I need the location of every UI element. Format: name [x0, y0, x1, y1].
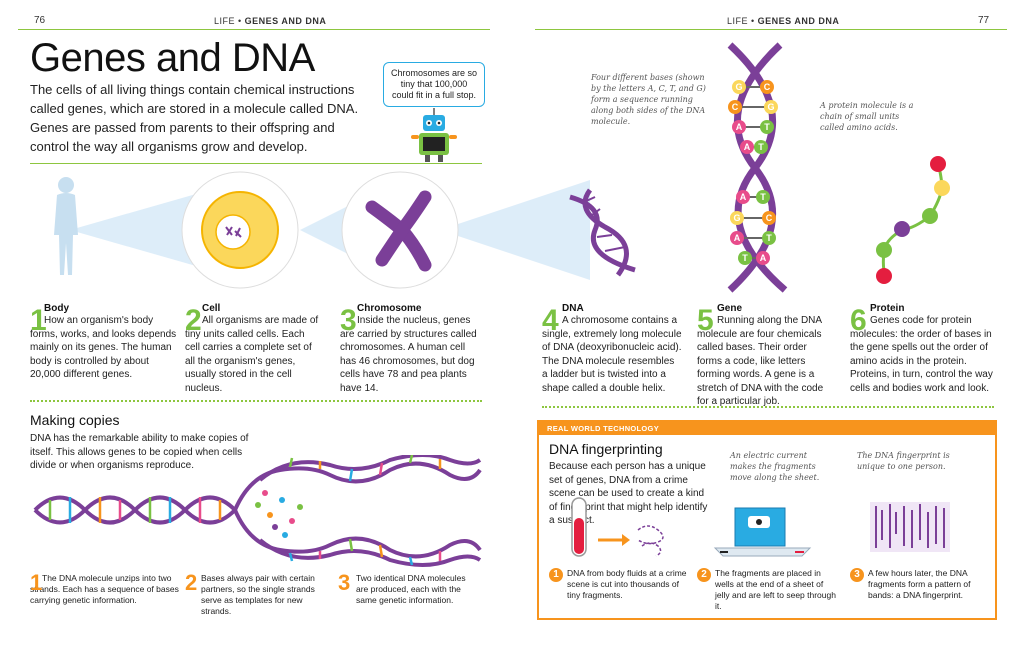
cell-icon: [201, 191, 279, 269]
header-rule-left: [18, 29, 490, 30]
robot-speech-bubble: Chromosomes are so tiny that 100,000 cou…: [383, 62, 485, 107]
copies-step-2: 2 Bases always pair with certain partner…: [185, 570, 330, 617]
step-number: 1: [30, 304, 47, 337]
base-circle: G: [732, 80, 746, 94]
copies-step-number: 1: [30, 570, 43, 595]
step-heading: Protein: [870, 303, 905, 314]
step-body: 1 Body How an organism's body forms, wor…: [30, 303, 180, 382]
base-circle: C: [760, 80, 774, 94]
copies-step-number: 2: [185, 570, 198, 595]
step-heading: Gene: [717, 303, 743, 314]
left-topic: GENES AND DNA: [244, 16, 327, 26]
base-circle: T: [760, 120, 774, 134]
base-circle: T: [754, 140, 768, 154]
fingerprint-step-number: 1: [549, 568, 563, 582]
page-title: Genes and DNA: [30, 36, 315, 80]
step-text: How an organism's body forms, works, and…: [30, 315, 177, 380]
step-gene: 5 Gene Running along the DNA molecule ar…: [697, 303, 832, 409]
step-text: Running along the DNA molecule are four …: [697, 315, 824, 407]
fingerprint-step-text: DNA from body fluids at a crime scene is…: [567, 568, 687, 600]
copies-step-1: 1 The DNA molecule unzips into two stran…: [30, 570, 180, 606]
base-circle: A: [740, 140, 754, 154]
fingerprint-step-1: 1 DNA from body fluids at a crime scene …: [549, 568, 689, 601]
gel-electrophoresis-icon: [713, 507, 812, 557]
fingerprint-step-number: 3: [850, 568, 864, 582]
base-circle: C: [762, 211, 776, 225]
step-number: 5: [697, 304, 714, 337]
step-number: 3: [340, 304, 357, 337]
fingerprint-step-text: The fragments are placed in wells at the…: [715, 568, 836, 611]
robot-icon: [411, 108, 457, 162]
header-rule-right: [535, 29, 1007, 30]
intro-rule: [30, 163, 482, 164]
base-circle: T: [738, 251, 752, 265]
section-divider-right: [542, 406, 994, 408]
base-letters: G C C G A T A T A T G C A T T A: [728, 78, 810, 278]
base-circle: G: [730, 211, 744, 225]
step-cell: 2 Cell All organisms are made of tiny un…: [185, 303, 320, 395]
dna-fragments-icon: [637, 525, 664, 557]
chromosome-icon: [365, 190, 432, 272]
right-running-header: LIFE • GENES AND DNA: [727, 16, 840, 26]
fingerprinting-heading: DNA fingerprinting: [549, 441, 663, 457]
copies-step-text: Bases always pair with certain partners,…: [201, 573, 315, 616]
copies-step-3: 3 Two identical DNA molecules are produc…: [338, 570, 478, 606]
base-circle: C: [728, 100, 742, 114]
step-number: 6: [850, 304, 867, 337]
dna-replication-illustration: [33, 455, 482, 567]
fingerprint-step-number: 2: [697, 568, 711, 582]
dna-helix-small-icon: [569, 188, 636, 277]
section-divider-left: [30, 400, 482, 402]
step-protein: 6 Protein Genes code for protein molecul…: [850, 303, 995, 395]
copies-step-text: Two identical DNA molecules are produced…: [356, 573, 466, 605]
step-heading: DNA: [562, 303, 584, 314]
step-number: 4: [542, 304, 559, 337]
fingerprinting-illustration: [571, 497, 950, 557]
step-chromosome: 3 Chromosome Inside the nucleus, genes a…: [340, 303, 480, 395]
step-text: Genes code for protein molecules: the or…: [850, 315, 993, 394]
arrow-right-icon: [598, 534, 630, 546]
step-heading: Body: [44, 303, 69, 314]
step-text: All organisms are made of tiny units cal…: [185, 315, 319, 394]
base-circle: A: [730, 231, 744, 245]
base-circle: G: [764, 100, 778, 114]
step-text: Inside the nucleus, genes are carried by…: [340, 315, 477, 394]
human-body-icon: [54, 177, 78, 275]
protein-annotation: A protein molecule is a chain of small u…: [820, 101, 914, 132]
step-dna: 4 DNA A chromosome contains a single, ex…: [542, 303, 682, 395]
zoom-illustration: [54, 171, 636, 289]
left-section: LIFE: [214, 16, 236, 26]
right-topic: GENES AND DNA: [757, 16, 840, 26]
base-circle: A: [736, 190, 750, 204]
base-circle: A: [732, 120, 746, 134]
fingerprint-step-text: A few hours later, the DNA fragments for…: [868, 568, 971, 600]
fingerprint-step-2: 2 The fragments are placed in wells at t…: [697, 568, 837, 612]
step-heading: Cell: [202, 303, 221, 314]
right-section: LIFE: [727, 16, 749, 26]
dna-fingerprint-icon: [870, 502, 950, 552]
copies-text: DNA has the remarkable ability to make c…: [30, 433, 249, 471]
fingerprint-step-3: 3 A few hours later, the DNA fragments f…: [850, 568, 985, 601]
step-number: 2: [185, 304, 202, 337]
copies-heading: Making copies: [30, 412, 120, 428]
current-annotation: An electric current makes the fragments …: [730, 451, 820, 482]
fingerprint-annotation: The DNA fingerprint is unique to one per…: [857, 451, 950, 471]
intro-text: The cells of all living things contain c…: [30, 82, 359, 154]
base-circle: T: [762, 231, 776, 245]
step-heading: Chromosome: [357, 303, 422, 314]
bases-annotation: Four different bases (shown by the lette…: [591, 73, 706, 126]
base-circle: T: [756, 190, 770, 204]
step-text: A chromosome contains a single, extremel…: [542, 315, 682, 394]
base-circle: A: [756, 251, 770, 265]
copies-step-text: The DNA molecule unzips into two strands…: [30, 573, 179, 605]
test-tube-icon: [571, 497, 587, 557]
right-page-number: 77: [978, 15, 990, 26]
protein-chain-icon: [876, 156, 950, 284]
copies-step-number: 3: [338, 570, 351, 595]
real-world-bar: REAL WORLD TECHNOLOGY: [539, 422, 995, 435]
left-page-number: 76: [34, 15, 46, 26]
left-running-header: LIFE • GENES AND DNA: [214, 16, 327, 26]
